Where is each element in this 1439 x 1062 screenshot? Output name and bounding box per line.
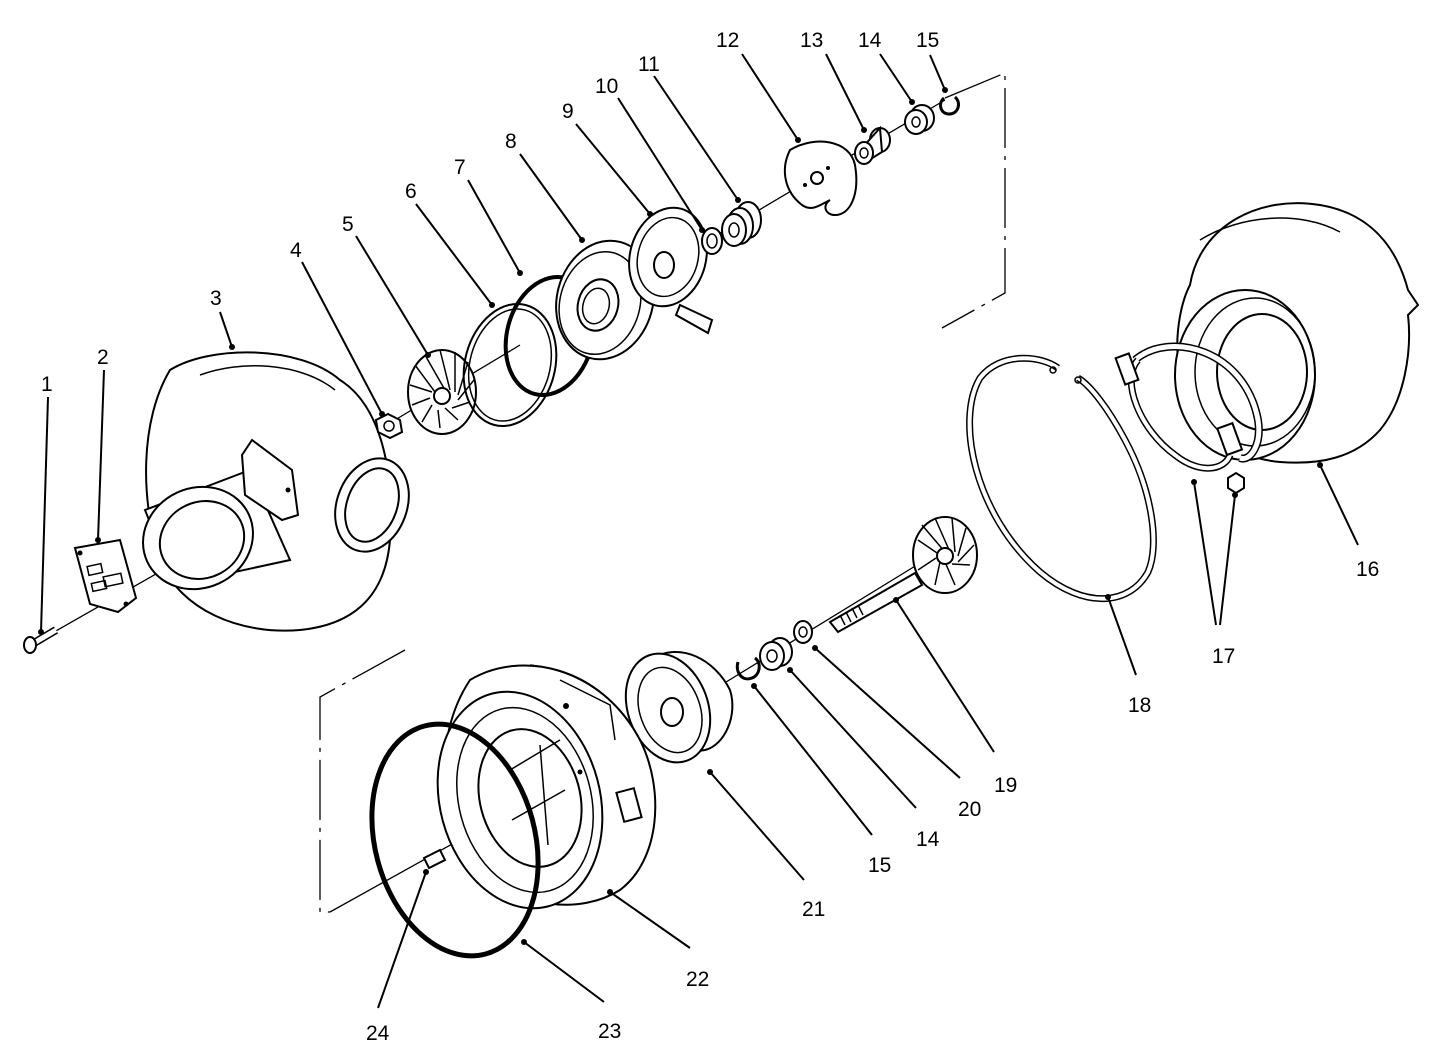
callout-15-upper: 15 (916, 29, 939, 52)
part-15-retaining-ring-upper (939, 95, 960, 116)
part-1-bolt (23, 626, 59, 654)
callout-5: 5 (342, 213, 354, 236)
part-19-turbine-wheel-shaft (828, 516, 978, 634)
callout-17: 17 (1212, 645, 1235, 668)
callout-2: 2 (97, 346, 109, 369)
callout-8: 8 (505, 130, 517, 153)
part-2-nameplate (73, 538, 138, 614)
callout-4: 4 (290, 239, 302, 262)
callout-3: 3 (210, 287, 222, 310)
callout-11: 11 (638, 53, 660, 76)
part-15-retaining-ring-lower (735, 656, 761, 681)
part-6-snap-ring (462, 302, 558, 428)
callout-12: 12 (716, 29, 739, 52)
callout-23: 23 (598, 1020, 621, 1043)
callout-6: 6 (405, 180, 417, 203)
part-21-heat-shield (624, 650, 734, 764)
callout-15-lower: 15 (868, 854, 891, 877)
callout-9: 9 (562, 100, 574, 123)
part-24-pin (422, 848, 447, 870)
callout-21: 21 (802, 898, 825, 921)
leader-lines (38, 53, 1359, 1009)
callout-7: 7 (454, 156, 466, 179)
part-18-large-snap-ring (966, 354, 1157, 603)
callout-24: 24 (366, 1022, 390, 1045)
callout-22: 22 (686, 968, 709, 991)
callout-16: 16 (1356, 558, 1379, 581)
part-11-thrust-collar (721, 201, 762, 247)
part-17-v-band-clamp (1114, 342, 1263, 495)
callout-20: 20 (958, 798, 981, 821)
callout-10: 10 (595, 75, 618, 98)
part-16-turbine-housing (1174, 202, 1420, 464)
callout-13: 13 (800, 29, 823, 52)
part-20-washer (793, 620, 813, 644)
part-4-nut (374, 412, 404, 440)
part-9-oil-deflector (628, 206, 714, 335)
callout-19: 19 (994, 774, 1017, 797)
callout-18: 18 (1128, 694, 1151, 717)
part-12-thrust-bearing (783, 140, 858, 217)
part-13-journal-bearing (854, 125, 891, 165)
part-14-bearing-lower (759, 637, 793, 671)
callout-1: 1 (41, 373, 53, 396)
part-22-center-housing (436, 664, 657, 910)
callout-14-upper: 14 (858, 29, 882, 52)
part-23-o-ring-large (369, 721, 541, 959)
callout-labels: 1 2 3 4 5 6 7 8 9 10 11 12 13 14 15 16 1… (41, 29, 1379, 1045)
callout-14-lower: 14 (916, 828, 940, 851)
part-14-bearing-upper (904, 104, 935, 135)
part-3-compressor-housing (142, 351, 410, 632)
part-10-ring (701, 227, 723, 255)
